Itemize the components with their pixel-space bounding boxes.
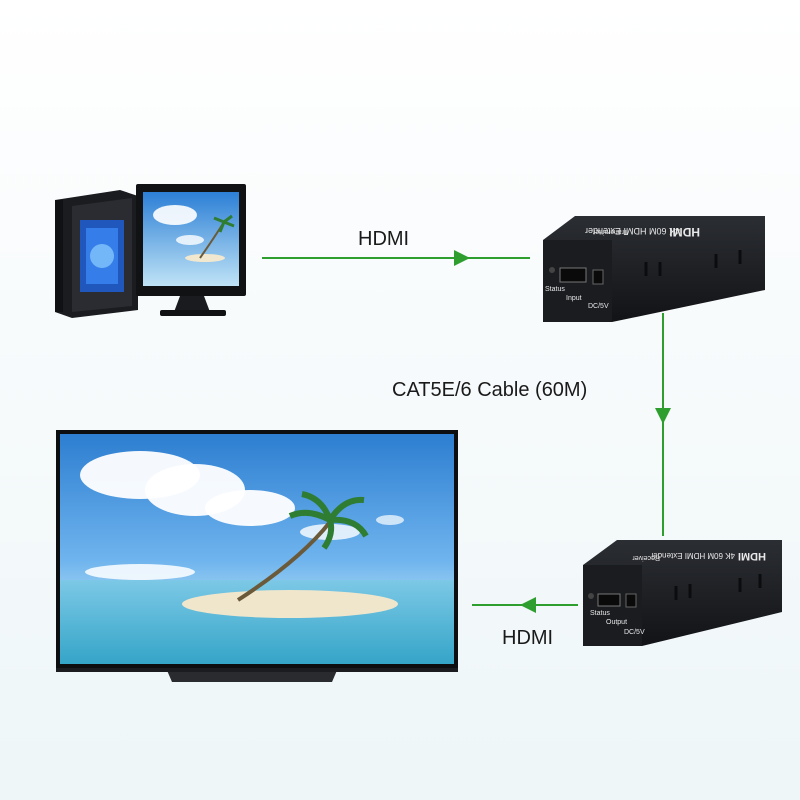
hdmi-output-label: HDMI (502, 627, 554, 649)
transmitter-box: HDMI 4K 60M HDMI Extender Transmitter St… (543, 216, 765, 322)
transmitter-power-label: DC/5V (588, 303, 609, 310)
transmitter-role: Transmitter (592, 228, 628, 235)
transmitter-status-label: Status (545, 286, 565, 293)
receiver-status-label: Status (590, 610, 610, 617)
tv-icon (56, 430, 458, 682)
cable-label: CAT5E/6 Cable (60M) (392, 379, 588, 401)
transmitter-model: 4K 60M HDMI Extender (585, 226, 680, 236)
transmitter-brand: HDMI (669, 225, 700, 239)
receiver-brand: HDMI (738, 550, 766, 562)
receiver-power-label: DC/5V (624, 629, 645, 636)
desktop-pc-icon (55, 190, 138, 318)
receiver-output-label: Output (606, 619, 627, 626)
hdmi-input-label: HDMI (358, 228, 410, 250)
transmitter-input-label: Input (566, 295, 582, 302)
receiver-model: 4K 60M HDMI Extender (650, 551, 735, 560)
receiver-role: Receiver (632, 554, 660, 561)
receiver-box: HDMI 4K 60M HDMI Extender Receiver Statu… (583, 540, 782, 646)
monitor-icon (136, 184, 246, 316)
